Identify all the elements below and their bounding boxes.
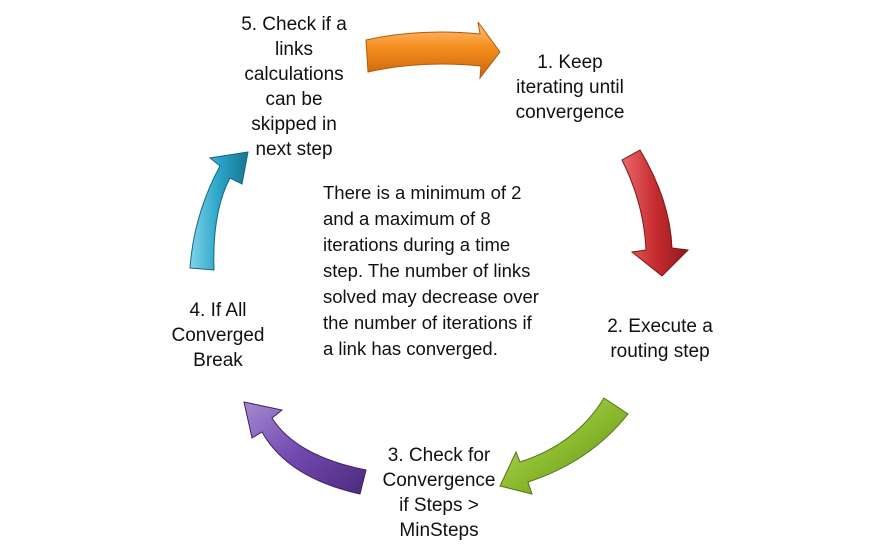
step-2-execute-routing: 2. Execute a routing step [607,316,713,362]
arrow-red [621,149,690,277]
step-4-if-all-converged: 4. If All Converged Break [171,300,265,371]
step-1-keep-iterating: 1. Keep iterating until convergence [515,52,625,123]
arrow-orange [365,21,501,80]
center-note: There is a minimum of 2 and a maximum of… [323,182,539,359]
arrow-green [499,397,629,495]
step-3-check-convergence: 3. Check for Convergence if Steps > MinS… [382,445,496,541]
arrow-blue [189,151,249,271]
arrow-purple [243,401,367,495]
step-5-check-skip-links: 5. Check if a links calculations can be … [241,14,347,160]
